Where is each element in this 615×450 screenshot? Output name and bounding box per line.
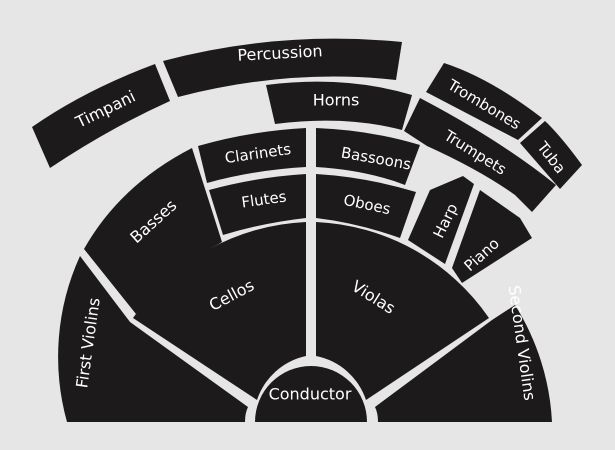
section-piano <box>452 190 532 283</box>
section-bassoons <box>316 128 420 185</box>
section-tuba <box>520 121 582 189</box>
label-percussion: Percussion <box>237 41 323 64</box>
section-violas <box>316 222 489 400</box>
section-trumpets <box>404 98 556 212</box>
section-horns <box>266 81 412 130</box>
section-flutes <box>209 174 306 235</box>
section-clarinets <box>198 128 306 183</box>
section-timpani <box>32 64 170 168</box>
label-conductor: Conductor <box>269 385 352 404</box>
section-cellos <box>133 222 306 400</box>
section-percussion <box>163 38 402 97</box>
section-basses <box>84 148 222 314</box>
section-oboes <box>316 174 416 238</box>
section-harp <box>408 176 474 264</box>
section-trombones <box>426 63 542 140</box>
section-second-violins <box>375 305 552 422</box>
label-horns: Horns <box>313 91 360 110</box>
section-conductor <box>255 366 367 422</box>
section-first-violins <box>58 256 249 422</box>
